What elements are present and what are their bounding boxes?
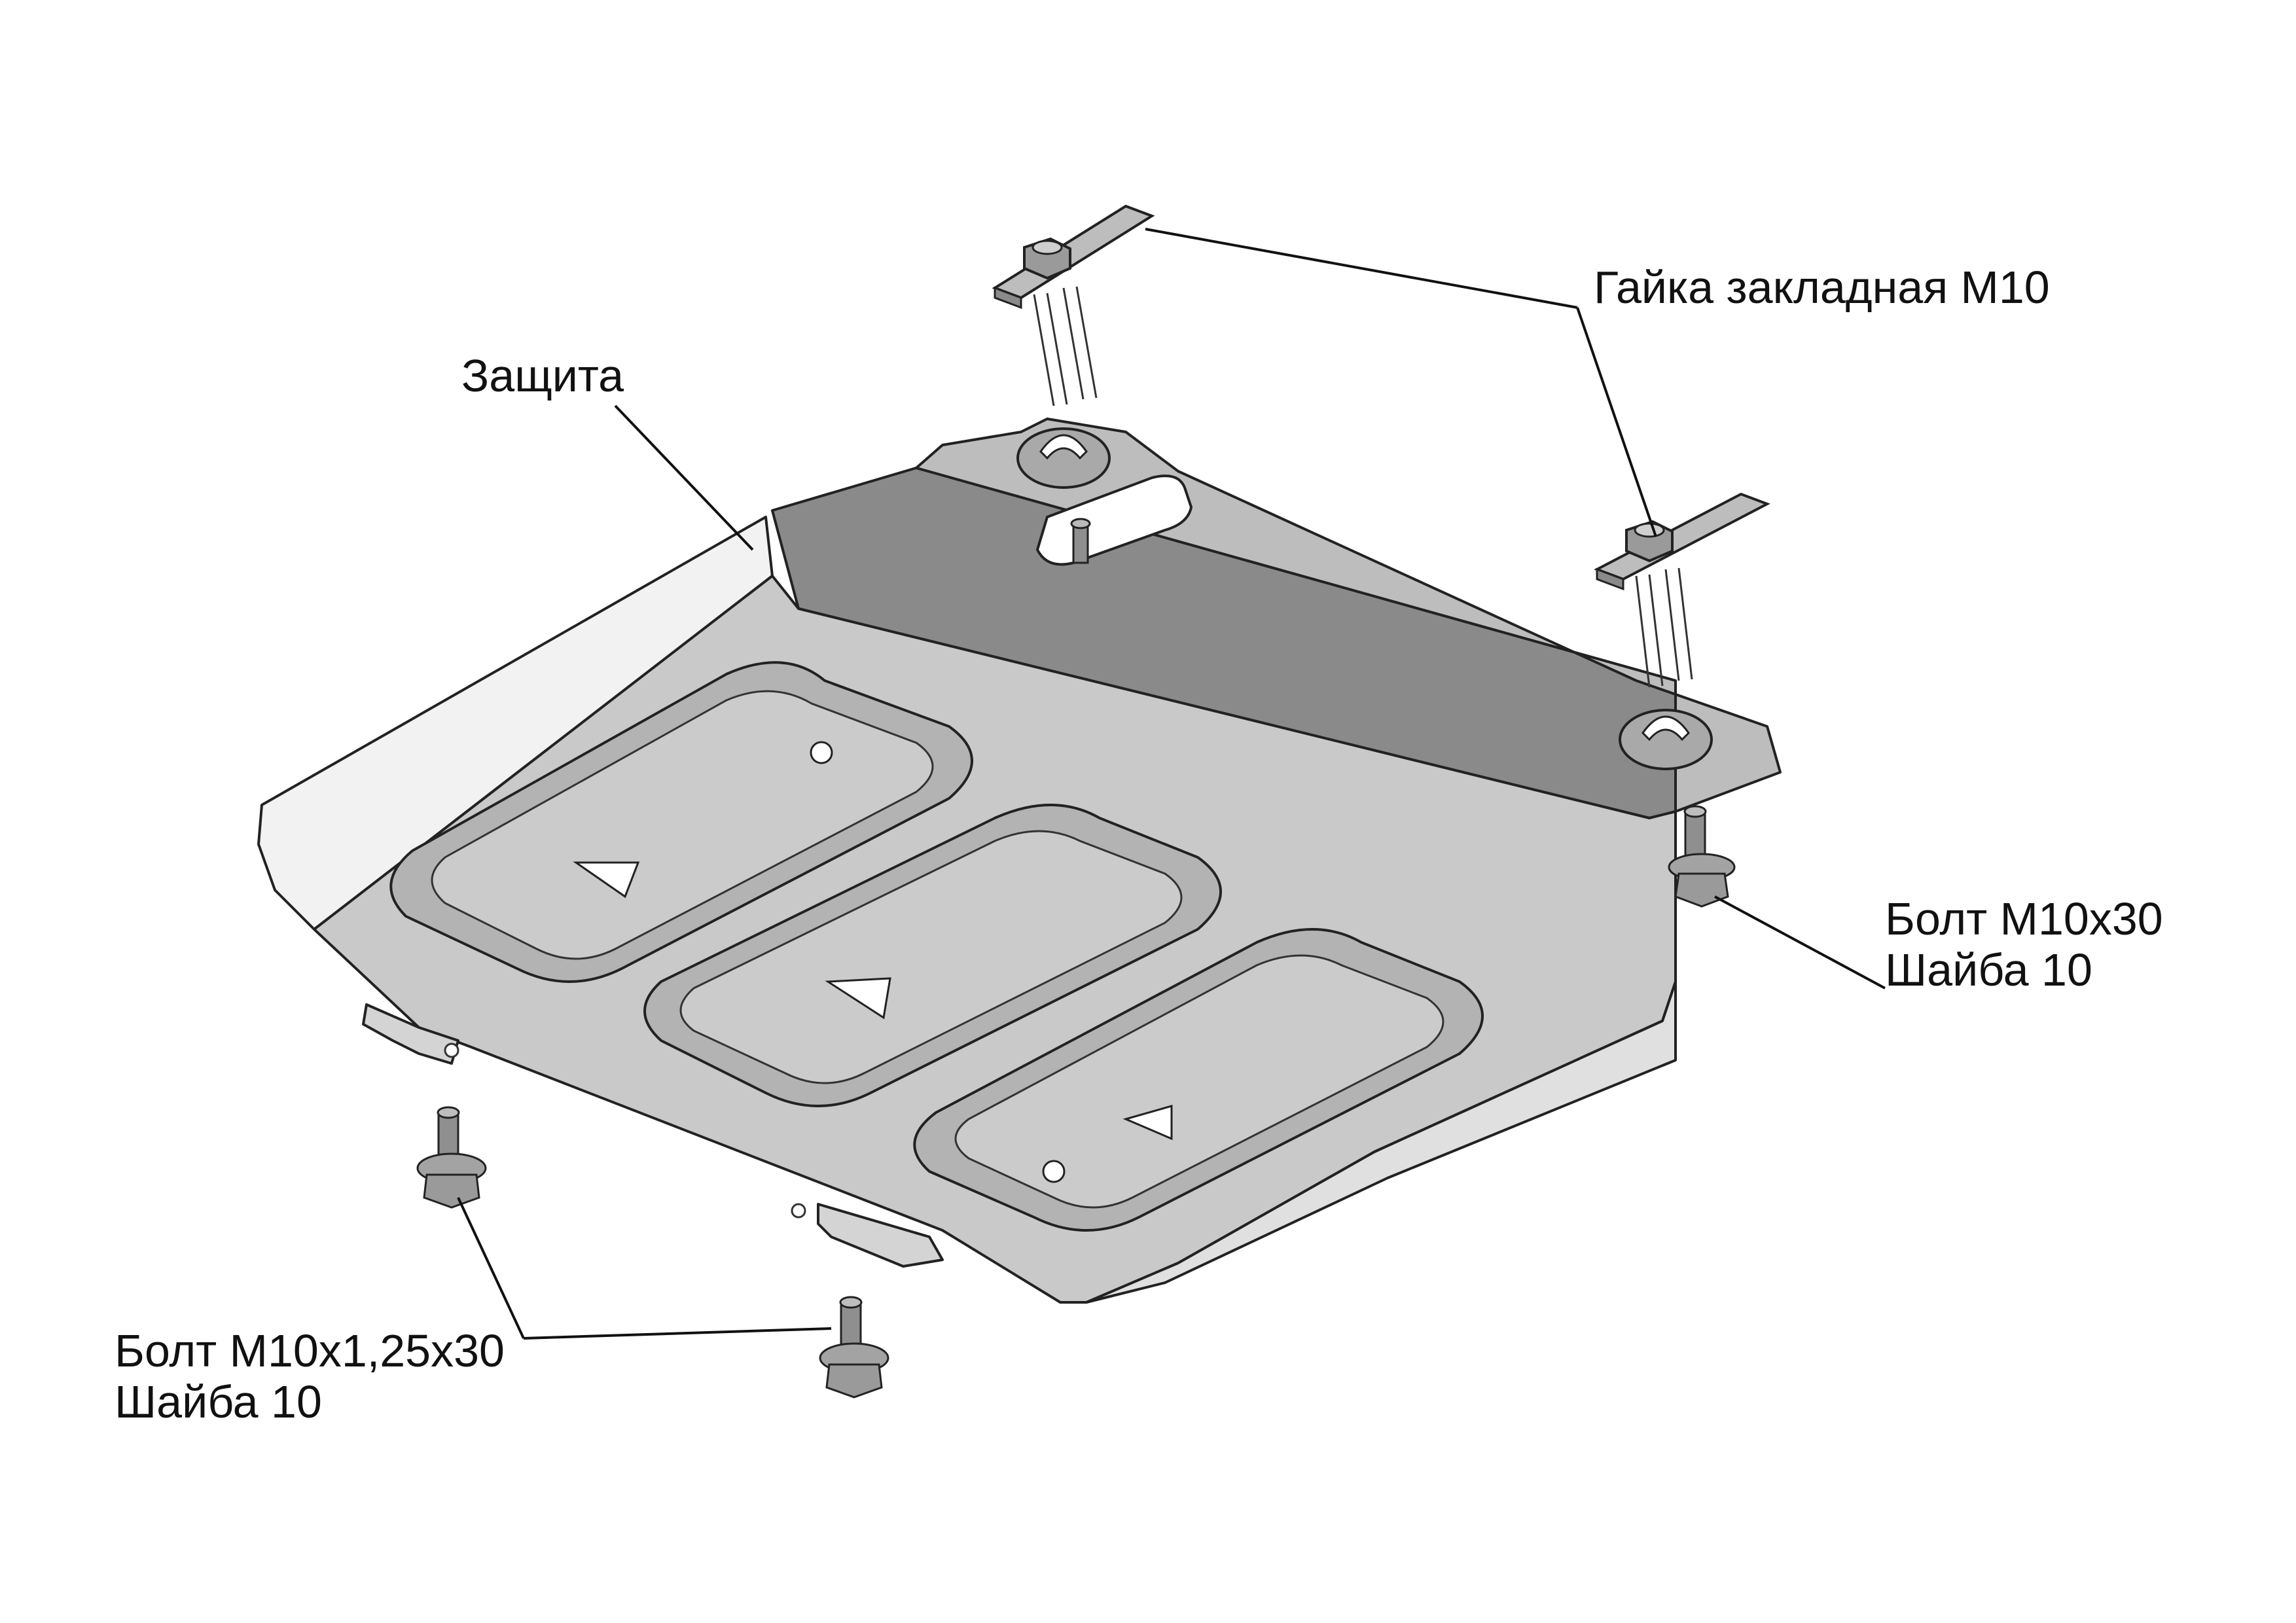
pocket-hole [1042,1160,1066,1183]
label-bolt-left: Болт М10х1,25х30 Шайба 10 [115,1325,505,1427]
guard-mount-boss [1619,709,1713,770]
leader-guard [614,404,754,551]
pocket-hole [810,741,833,764]
guard-pocket [643,804,1222,1107]
guard-plate [257,418,1782,1304]
leader-bolt-left [457,1197,525,1339]
guard-tab-hole [791,1203,806,1219]
label-insert-nut: Гайка закладная М10 [1594,262,2050,313]
guard-tab-hole [444,1043,459,1058]
guard-stud [1070,518,1091,564]
guard-pocket [913,928,1484,1232]
direction-arrow-icon [573,861,640,899]
leader-insert-nut-right [1576,307,1657,537]
bolt-m10x125x30-left-1 [416,1106,487,1209]
label-bolt-right: Болт М10х30 Шайба 10 [1885,893,2163,995]
leader-insert-nut-top [1145,228,1578,309]
guard-front-tab-left [362,1003,459,1065]
guard-front-tab-right [817,1203,944,1268]
guard-front-edge [1085,980,1677,1304]
insert-nut-right [1594,492,1770,688]
bolt-m10x30-right [1668,805,1736,908]
label-guard: Защита [461,350,624,401]
bolt-m10x125x30-left-2 [819,1296,889,1399]
direction-arrow-icon [825,977,891,1020]
direction-arrow-icon [1122,1105,1173,1141]
leader-bolt-left-2 [523,1327,832,1340]
guard-mount-boss [1016,427,1111,489]
leader-lines [457,228,1886,1340]
leader-bolt-right [1714,895,1886,990]
insert-nut-left [992,204,1155,406]
guard-pocket [389,661,973,983]
